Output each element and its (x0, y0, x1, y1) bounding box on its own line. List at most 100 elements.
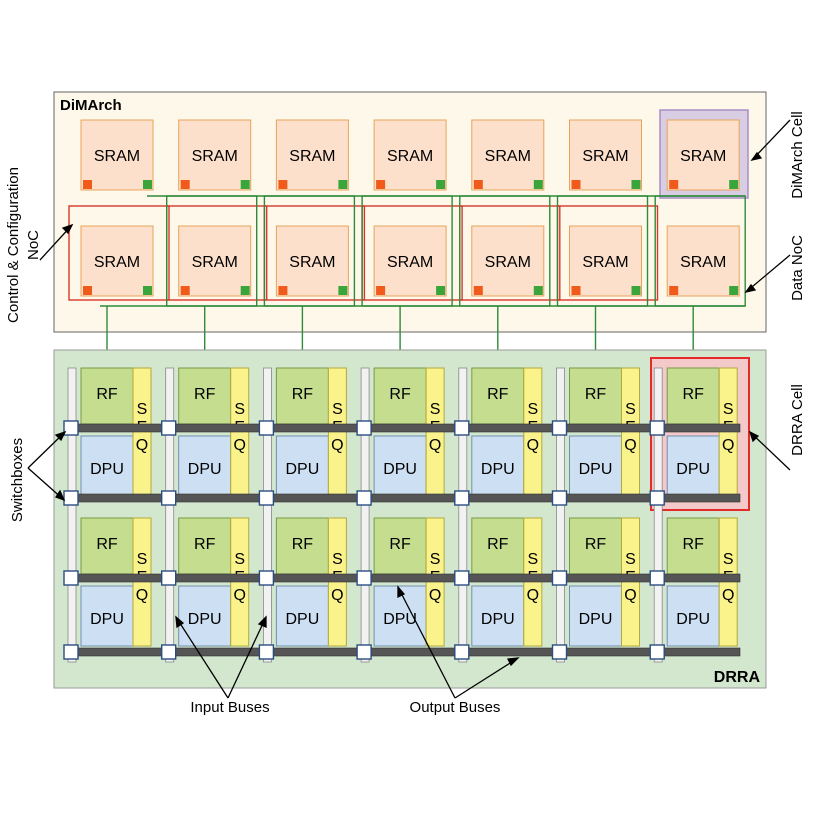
drra-region: DRRA RFDPUSEQRFDPUSEQRFDPUSEQRFDPUSEQRFD… (53, 349, 767, 689)
data-port (631, 286, 641, 295)
sram-cell: SRAM (178, 225, 252, 297)
sram-label: SRAM (582, 148, 628, 165)
switchbox (356, 644, 372, 660)
sram-cell: SRAM (471, 225, 545, 297)
control-port (278, 180, 288, 189)
rf-label: RF (683, 386, 705, 403)
sram-block (471, 119, 545, 191)
seq-letter: S (137, 551, 148, 568)
rf-block (178, 517, 232, 575)
data-port (436, 286, 446, 295)
switchbox (258, 644, 275, 660)
sram-block (373, 225, 447, 297)
rf-block (569, 367, 622, 425)
sram-label: SRAM (387, 148, 433, 165)
seq-letter: S (234, 401, 245, 418)
input-bus-vertical (556, 367, 565, 663)
control-port (376, 180, 386, 189)
dpu-label: DPU (188, 611, 222, 628)
sram-cell: SRAM (471, 119, 545, 191)
drra-title: DRRA (714, 669, 761, 686)
seq-letter: S (527, 401, 538, 418)
drra-cell: RFDPUSEQ (178, 517, 250, 647)
sram-grid: SRAM SRAM SRAM SRAM SRAM SRAM SRAM SRAM SRAM SRAM… (80, 119, 740, 297)
data-port (631, 180, 641, 189)
sram-cell: SRAM (569, 119, 642, 191)
dpu-label: DPU (481, 461, 515, 478)
annotations: DiMArch Cell Data NoC DRRA Cell Control … (5, 111, 806, 716)
rf-label: RF (585, 386, 607, 403)
sram-cell: SRAM (569, 225, 642, 297)
dpu-label: DPU (383, 611, 417, 628)
data-port (729, 286, 739, 295)
data-port (143, 180, 152, 189)
data-port (143, 286, 152, 295)
control-port (83, 286, 92, 295)
switchbox (356, 420, 372, 436)
switchbox (63, 490, 79, 506)
input-bus-vertical (458, 367, 468, 663)
sram-label: SRAM (289, 254, 335, 271)
rf-label: RF (389, 536, 411, 553)
rf-label: RF (389, 386, 411, 403)
switchbox (649, 490, 665, 506)
rf-label: RF (292, 386, 314, 403)
data-port (240, 180, 250, 189)
sram-block (178, 119, 252, 191)
sram-cell: SRAM (373, 225, 447, 297)
seq-letter: Q (136, 587, 148, 604)
sram-block (666, 119, 740, 191)
sram-block (373, 119, 447, 191)
switchbox (160, 420, 177, 436)
drra-cell-arrow (749, 431, 791, 471)
switchbox (258, 570, 275, 586)
control-noc-label-line1: Control & Configuration (5, 167, 22, 323)
seq-letter: S (332, 551, 343, 568)
seq-letter: S (430, 401, 441, 418)
data-noc-arrow (745, 254, 791, 293)
input-bus-vertical (165, 367, 175, 663)
data-port (338, 286, 348, 295)
control-port (83, 180, 92, 189)
dpu-label: DPU (90, 461, 124, 478)
input-bus-vertical (653, 367, 663, 663)
drra-cell: RFDPUSEQ (666, 367, 738, 497)
seq-letter: Q (331, 437, 343, 454)
seq-letter: S (137, 401, 148, 418)
sram-block (275, 119, 349, 191)
control-port (669, 286, 679, 295)
sram-label: SRAM (680, 254, 726, 271)
sram-cell: SRAM (80, 119, 154, 191)
sram-cell: SRAM (373, 119, 447, 191)
sram-label: SRAM (94, 148, 140, 165)
dimarch-cell-label: DiMArch Cell (789, 111, 806, 199)
dpu-label: DPU (676, 461, 710, 478)
output-buses-label: Output Buses (410, 699, 501, 716)
control-port (278, 286, 288, 295)
seq-letter: Q (331, 587, 343, 604)
sram-block (471, 225, 545, 297)
dpu-label: DPU (481, 611, 515, 628)
dpu-label: DPU (579, 461, 613, 478)
dpu-block (569, 435, 622, 497)
data-port (436, 180, 446, 189)
dpu-label: DPU (286, 611, 320, 628)
rf-label: RF (194, 386, 216, 403)
seq-letter: Q (527, 437, 539, 454)
rf-label: RF (487, 536, 509, 553)
rf-block (666, 517, 720, 575)
dpu-block (569, 585, 622, 647)
dpu-block (373, 435, 427, 497)
rf-label: RF (96, 386, 118, 403)
dimarch-title: DiMArch (60, 97, 122, 114)
dpu-label: DPU (383, 461, 417, 478)
switchbox (551, 490, 568, 506)
switchbox (258, 490, 275, 506)
control-port (669, 180, 679, 189)
dpu-block (80, 435, 134, 497)
switchbox (63, 570, 79, 586)
rf-label: RF (585, 536, 607, 553)
rf-block (178, 367, 232, 425)
switchbox (551, 570, 568, 586)
dpu-block (275, 435, 329, 497)
